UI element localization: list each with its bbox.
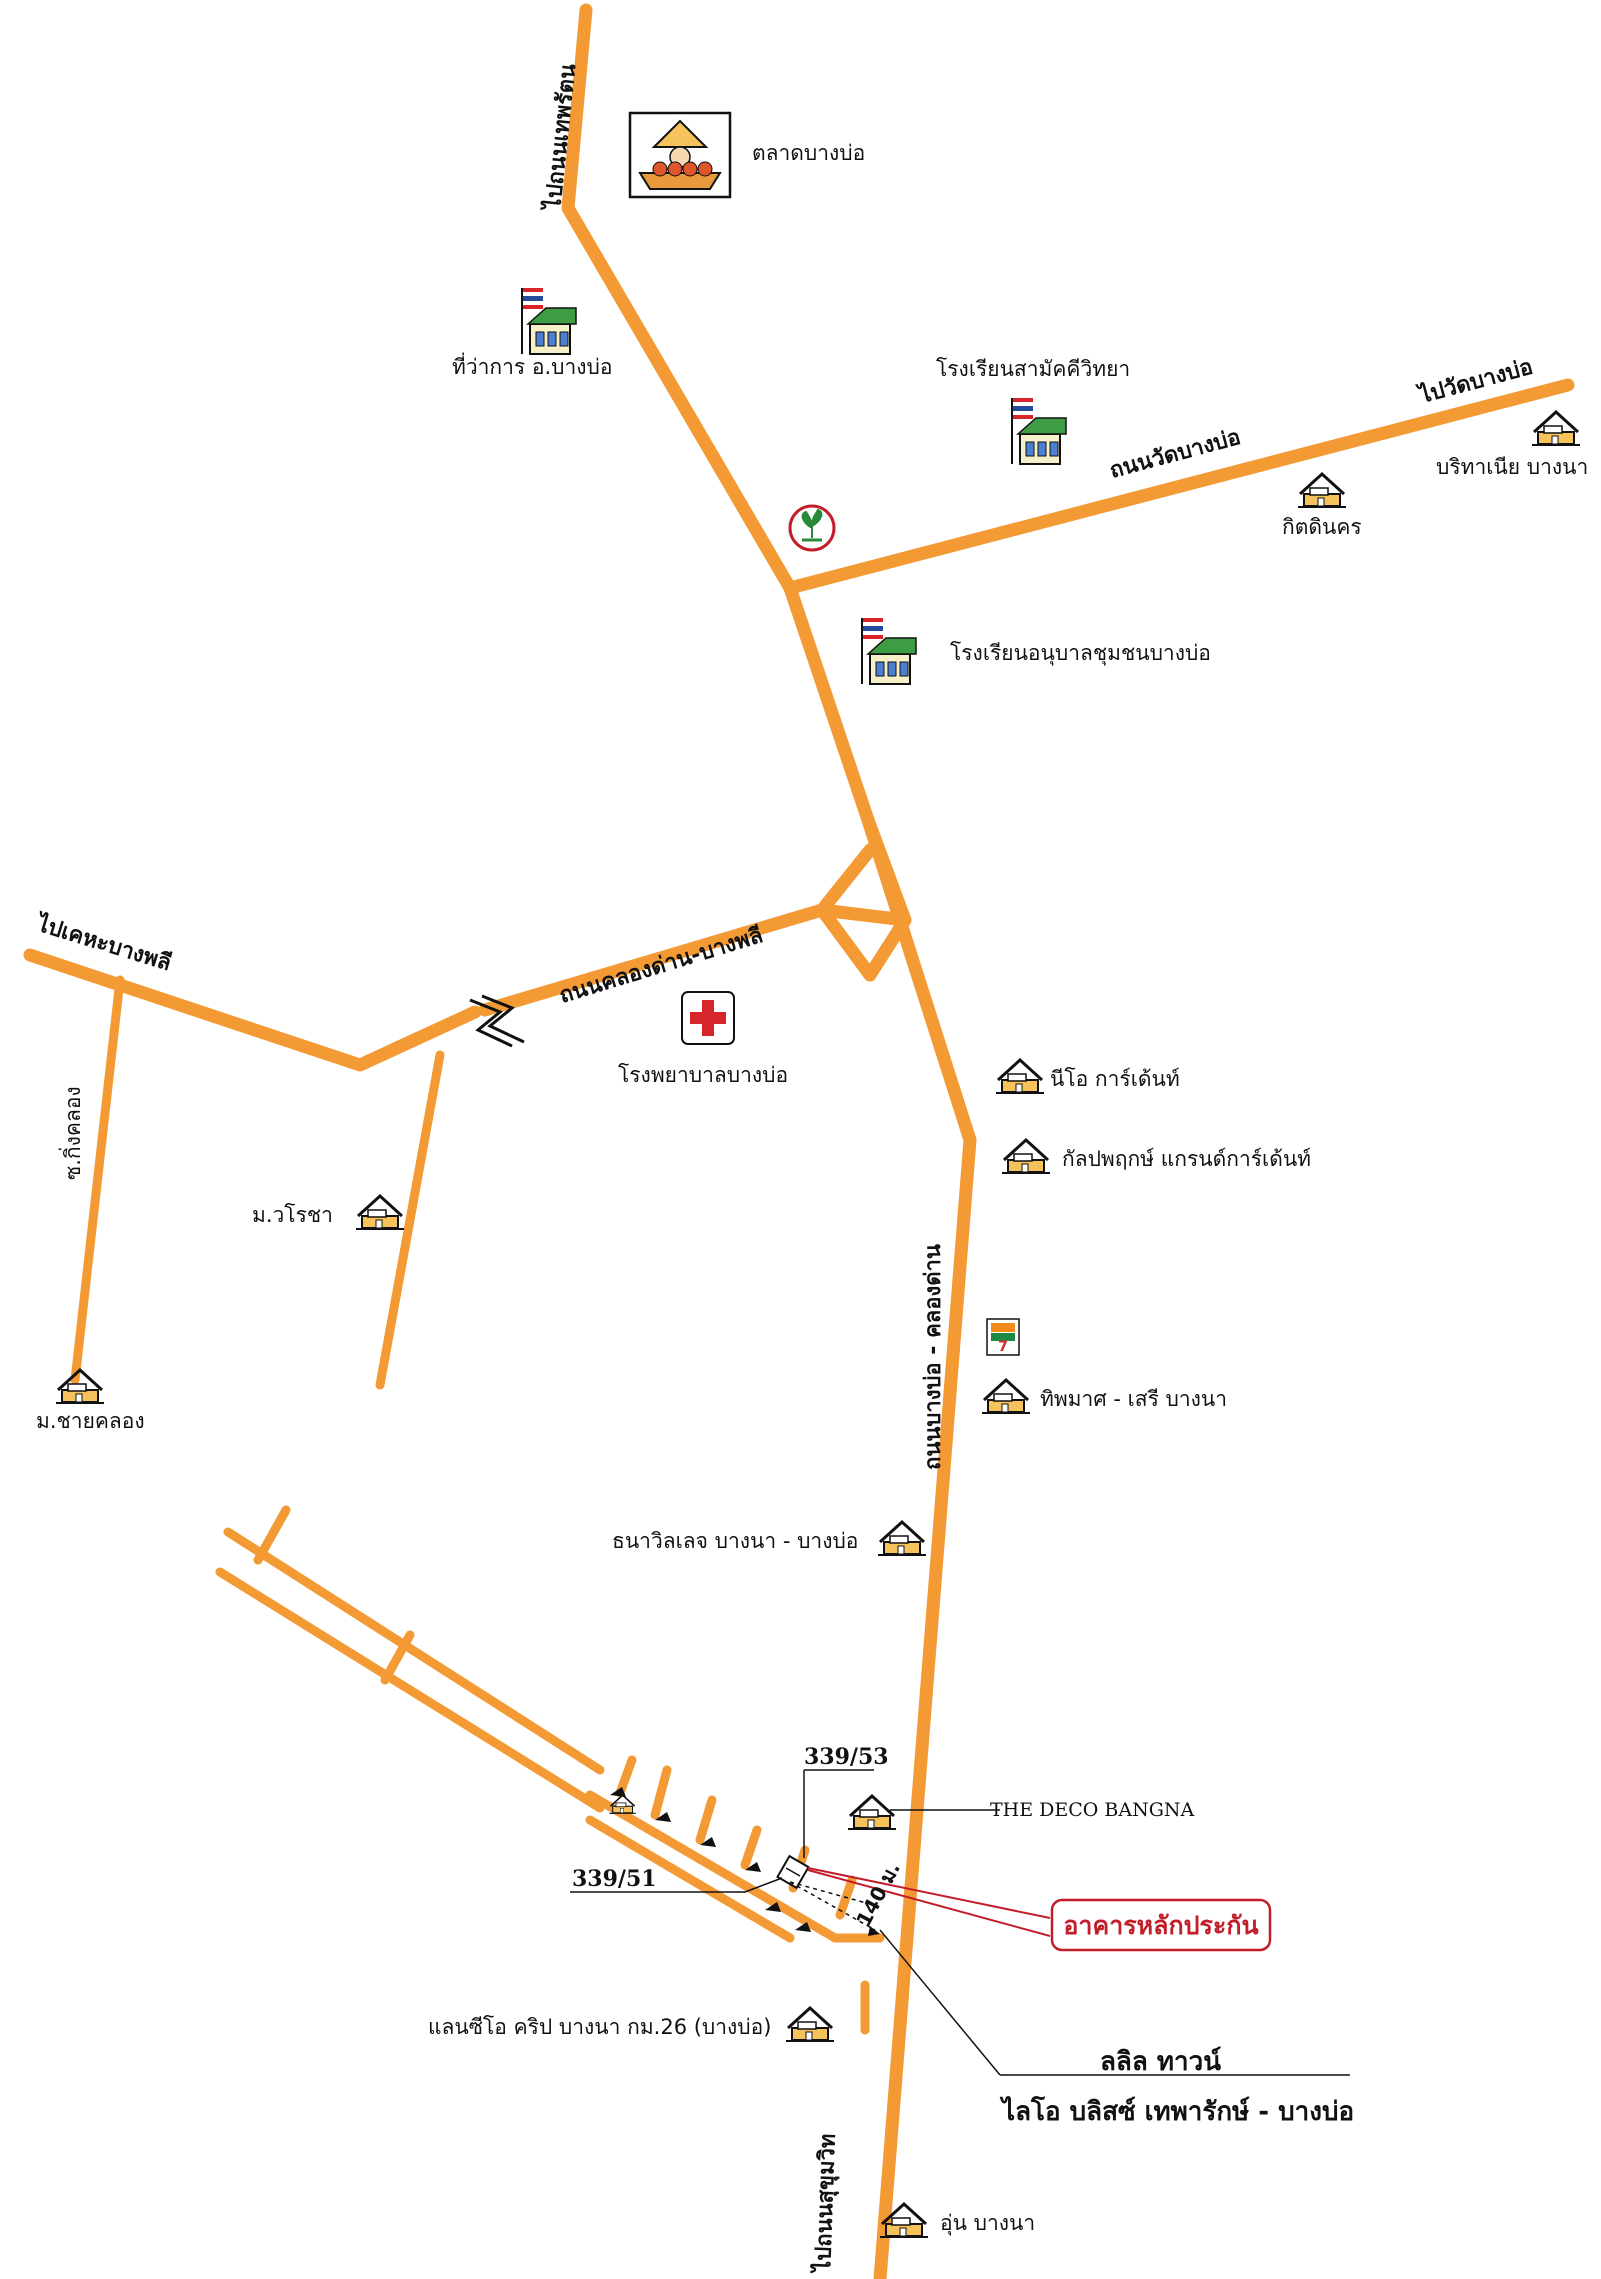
market-vendor-icon <box>628 111 732 199</box>
label-deco-bangna: THE DECO BANGNA <box>990 1799 1195 1821</box>
collateral-callout-box <box>1050 1898 1272 1952</box>
label-un-bangna: อุ่น บางนา <box>940 2211 1035 2236</box>
housing-estate-icon-lanceo <box>784 2006 836 2043</box>
road-sw-inner <box>215 1567 605 1813</box>
label-kanlapaphruek: กัลปพฤกษ์ แกรนด์การ์เด้นท์ <box>1062 1147 1311 1171</box>
row-house-icon <box>608 1794 637 1815</box>
road-break-icon <box>469 994 525 1048</box>
road-network <box>23 3 1575 2279</box>
government-building-flag-icon <box>521 287 577 355</box>
seven-eleven-icon: 7 <box>986 1318 1020 1356</box>
label-kindergarten: โรงเรียนอนุบาลชุมชนบางบ่อ <box>950 641 1211 666</box>
road-label-bang-bo-khlong-dan: ถนนบางบ่อ - คลองด่าน <box>921 1244 946 1470</box>
road-spur-4 <box>740 1825 762 1870</box>
label-hospital: โรงพยาบาลบางบ่อ <box>618 1063 788 1087</box>
road-sw-cross-2 <box>380 1630 415 1685</box>
road-sw-cross-1 <box>253 1505 291 1565</box>
svg-text:7: 7 <box>998 1339 1008 1355</box>
distance-path <box>789 1881 880 1936</box>
kasikorn-bank-icon <box>788 504 836 552</box>
label-lanceo: แลนซีโอ คริป บางนา กม.26 (บางบ่อ) <box>428 2015 771 2039</box>
road-junction-east <box>861 813 912 927</box>
label-thana-village: ธนาวิลเลจ บางนา - บางบ่อ <box>612 1529 858 1553</box>
housing-estate-icon-deco <box>846 1794 898 1831</box>
road-label-soi-king-khlong: ซ.กิ่งคลอง <box>58 1086 85 1180</box>
road-soi-king-khlong <box>70 975 125 1385</box>
kindergarten-school-icon <box>861 617 917 685</box>
road-junction-loop <box>815 903 912 982</box>
road-to-thep-rat <box>561 3 797 595</box>
road-sw-outer <box>223 1527 605 1775</box>
label-market: ตลาดบางบ่อ <box>752 141 865 165</box>
housing-estate-icon-thipmat <box>980 1378 1032 1415</box>
road-khlong-dan-bang-phli <box>478 843 877 1017</box>
label-lio-bliss: ไลโอ บลิสซ์ เทพารักษ์ - บางบ่อ <box>999 2095 1354 2127</box>
road-khlong-dan-west <box>23 948 482 1072</box>
road-sw-main <box>585 1790 885 1943</box>
collateral-label: อาคารหลักประกัน <box>1063 1911 1258 1940</box>
plot-leaders <box>570 1769 1350 2076</box>
road-spur-2 <box>650 1765 672 1820</box>
housing-estate-icon-neo-garden <box>994 1058 1046 1095</box>
collateral-building-icon <box>776 1854 810 1890</box>
label-kitdinkorn: กิตดินคร <box>1282 515 1362 539</box>
road-label-to-sukhumvit: ไปถนนสุขุมวิท <box>809 2133 842 2274</box>
label-boritanea: บริทาเนีย บางนา <box>1436 455 1588 479</box>
road-bang-bo-temple <box>783 378 1575 595</box>
label-neo-garden: นีโอ การ์เด้นท์ <box>1050 1067 1180 1091</box>
housing-estate-icon-worachai <box>354 1194 406 1231</box>
road-main-central <box>783 581 977 2279</box>
plot-number-left: 339/51 <box>572 1866 657 1892</box>
road-sw-lower <box>585 1815 795 1943</box>
label-thipmat: ทิพมาศ - เสรี บางนา <box>1040 1387 1227 1411</box>
school-building-flag-icon <box>1011 397 1067 465</box>
label-worachai: ม.วโรชา <box>252 1203 333 1227</box>
road-worachai <box>375 1050 445 1390</box>
label-samakkhi-school: โรงเรียนสามัคคีวิทยา <box>936 357 1130 381</box>
housing-estate-icon-kanlapaphruek <box>1000 1138 1052 1175</box>
label-lalin: ลลิล ทาวน์ <box>1100 2046 1221 2077</box>
label-chai-khlong: ม.ชายคลอง <box>36 1409 145 1433</box>
road-spur-3 <box>695 1795 717 1845</box>
label-district-office: ที่ว่าการ อ.บางบ่อ <box>452 352 613 379</box>
collateral-callout-lines <box>807 1867 1051 1937</box>
hospital-cross-icon <box>681 991 735 1045</box>
housing-estate-icon-boritanea <box>1530 410 1582 447</box>
housing-estate-icon-kitdinkorn <box>1296 472 1348 509</box>
housing-estate-icon-thana <box>876 1520 928 1557</box>
plot-number-top: 339/53 <box>804 1744 889 1770</box>
